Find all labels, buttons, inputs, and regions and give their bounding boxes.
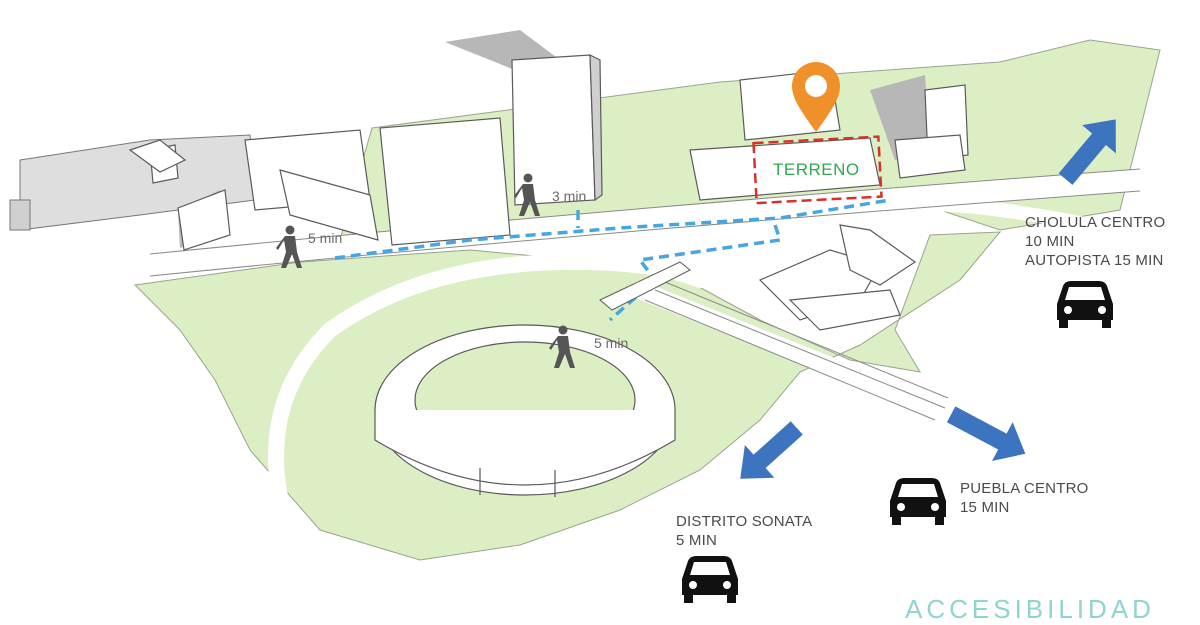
arrow-puebla-icon xyxy=(946,406,1026,461)
site-label: TERRENO xyxy=(773,160,860,179)
car-icons xyxy=(682,281,1113,603)
accessibility-map: TERRENO 5 min 3 min 5 min CHOLULA CENTRO… xyxy=(9,30,1167,624)
walk-time-label: 5 min xyxy=(308,230,343,246)
pedestrian-bridge xyxy=(599,261,691,311)
arrow-cholula-icon xyxy=(1058,119,1116,185)
site-map-illustration xyxy=(9,30,1167,603)
arrow-sonata-icon xyxy=(740,421,803,479)
car-icon xyxy=(682,556,738,603)
roads xyxy=(139,169,1167,568)
pedestrian-icons xyxy=(276,173,575,368)
destination-label-sonata: DISTRITO SONATA 5 MIN xyxy=(676,513,813,549)
pedestrian-icon xyxy=(514,173,540,216)
ring-building xyxy=(374,324,676,497)
car-icon xyxy=(1057,281,1113,328)
walk-time-label: 3 min xyxy=(552,188,587,204)
direction-arrows xyxy=(740,119,1116,479)
page-title: ACCESIBILIDAD xyxy=(905,594,1155,624)
walk-time-label: 5 min xyxy=(594,335,629,351)
white-buildings xyxy=(128,54,969,331)
pedestrian-icon xyxy=(549,325,575,368)
car-icon xyxy=(890,478,946,525)
destination-label-cholula: CHOLULA CENTRO 10 MIN AUTOPISTA 15 MIN xyxy=(1025,214,1166,269)
site-boundary xyxy=(752,135,883,205)
pedestrian-icon xyxy=(276,225,302,268)
location-pin-icon xyxy=(792,62,840,132)
destination-label-puebla: PUEBLA CENTRO 15 MIN xyxy=(960,480,1089,516)
walk-paths xyxy=(334,198,891,322)
